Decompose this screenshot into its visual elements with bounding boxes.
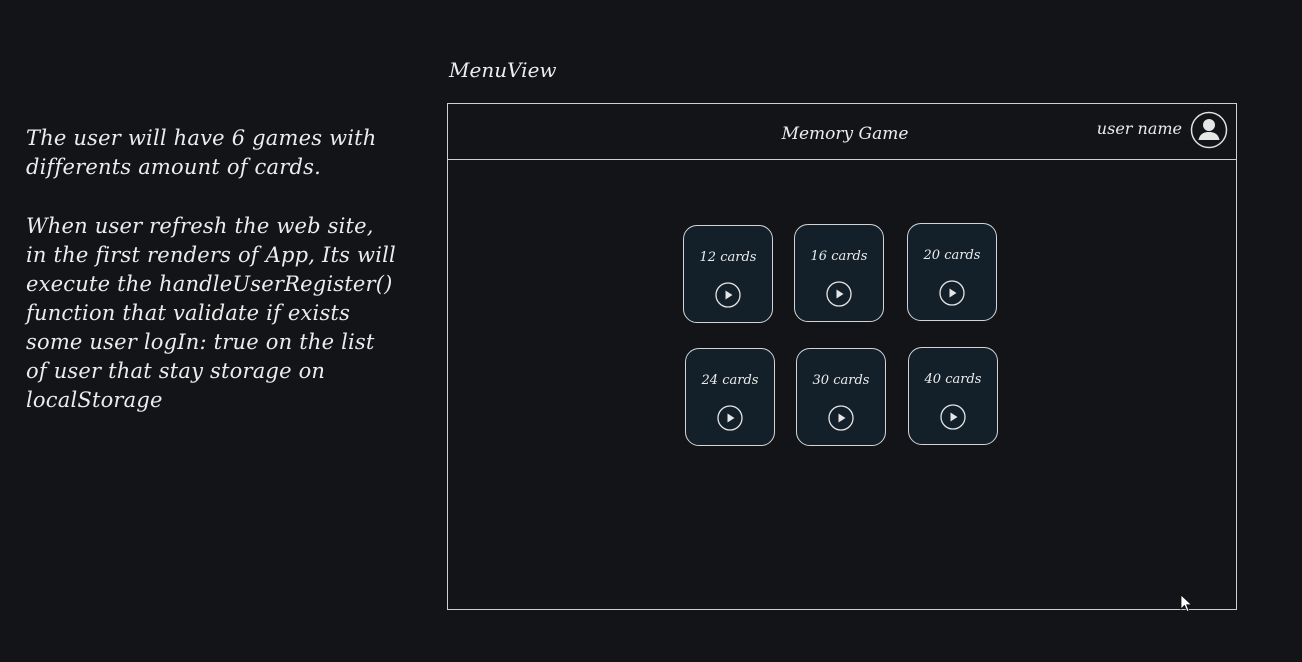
annotation-user-register: When user refresh the web site, in the f… — [26, 212, 446, 415]
game-card-30[interactable]: 30 cards — [796, 348, 886, 446]
user-area[interactable]: user name — [1097, 111, 1228, 149]
annotation-line: The user will have 6 games with — [26, 126, 377, 150]
play-icon[interactable] — [939, 280, 965, 306]
play-icon[interactable] — [715, 282, 741, 308]
game-card-label: 40 cards — [924, 372, 982, 387]
annotation-line: execute the handleUserRegister() — [26, 272, 393, 296]
play-icon[interactable] — [940, 404, 966, 430]
app-header: Memory Game user name — [448, 104, 1236, 160]
annotation-line: in the first renders of App, Its will — [26, 243, 396, 267]
game-card-label: 20 cards — [923, 248, 981, 263]
game-card-24[interactable]: 24 cards — [685, 348, 775, 446]
user-name: user name — [1096, 118, 1182, 138]
annotation-line: differents amount of cards. — [26, 155, 321, 179]
play-icon[interactable] — [828, 405, 854, 431]
game-card-20[interactable]: 20 cards — [907, 223, 997, 321]
game-card-40[interactable]: 40 cards — [908, 347, 998, 445]
game-card-label: 12 cards — [699, 250, 757, 265]
play-icon[interactable] — [826, 281, 852, 307]
menu-view-frame: Memory Game user name 12 cards 16 cards — [447, 103, 1237, 610]
game-card-label: 16 cards — [810, 249, 868, 264]
mouse-cursor-icon — [1180, 594, 1193, 613]
annotation-line: function that validate if exists — [26, 301, 351, 325]
annotation-line: of user that stay storage on — [26, 359, 326, 383]
view-label: MenuView — [449, 58, 557, 82]
game-card-12[interactable]: 12 cards — [683, 225, 773, 323]
annotation-line: some user logIn: true on the list — [26, 330, 375, 354]
user-avatar-icon[interactable] — [1190, 111, 1228, 149]
play-icon[interactable] — [717, 405, 743, 431]
annotation-games: The user will have 6 games with differen… — [26, 124, 446, 182]
game-card-label: 30 cards — [812, 373, 870, 388]
annotation-line: When user refresh the web site, — [26, 214, 374, 238]
annotation-line: localStorage — [26, 388, 163, 412]
game-card-16[interactable]: 16 cards — [794, 224, 884, 322]
app-title: Memory Game — [781, 124, 909, 144]
game-card-label: 24 cards — [701, 373, 759, 388]
